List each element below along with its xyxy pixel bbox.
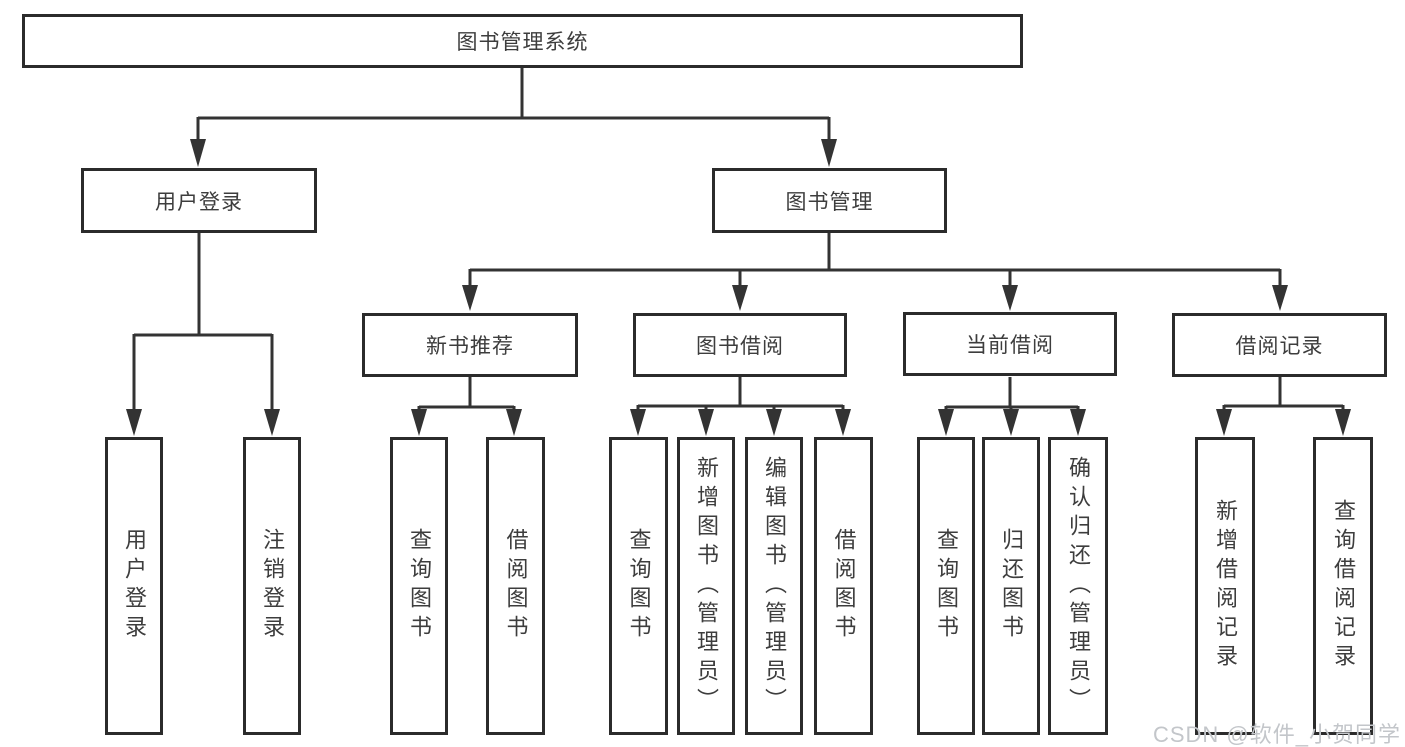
node-book-borrow: 图书借阅 [633, 313, 847, 377]
node-new-book-recommend-label: 新书推荐 [426, 335, 514, 358]
arrowhead [835, 409, 851, 436]
node-current-borrow-label: 当前借阅 [966, 334, 1054, 357]
leaf-query-book-3-label: 查询图书 [934, 528, 959, 644]
connector-root-to-level2 [190, 66, 837, 167]
node-borrow-record: 借阅记录 [1172, 313, 1387, 377]
leaf-query-borrow-record: 查询借阅记录 [1313, 437, 1373, 735]
arrowhead [766, 409, 782, 436]
arrowhead [264, 409, 280, 436]
leaf-confirm-return-admin: 确认归还（管理员） [1048, 437, 1108, 735]
node-new-book-recommend: 新书推荐 [362, 313, 578, 377]
leaf-borrow-book-1: 借阅图书 [486, 437, 545, 735]
leaf-edit-book-admin-label: 编辑图书（管理员） [762, 455, 787, 717]
node-book-borrow-label: 图书借阅 [696, 335, 784, 358]
node-book-mgmt-label: 图书管理 [785, 190, 874, 214]
leaf-borrow-book-2-label: 借阅图书 [831, 528, 857, 644]
arrowhead [1272, 285, 1288, 311]
leaf-user-login: 用户登录 [105, 437, 163, 735]
connector-group1-to-leaves [630, 377, 851, 436]
arrowhead [938, 409, 954, 436]
connector-mgmt-to-groups [462, 233, 1288, 311]
arrowhead [732, 285, 748, 311]
arrowhead [190, 139, 206, 167]
arrowhead [1002, 285, 1018, 311]
leaf-query-book-3: 查询图书 [917, 437, 975, 735]
node-root: 图书管理系统 [22, 14, 1023, 68]
arrowhead [698, 409, 714, 436]
leaf-borrow-book-2: 借阅图书 [814, 437, 873, 735]
leaf-query-book-2: 查询图书 [609, 437, 668, 735]
leaf-logout: 注销登录 [243, 437, 301, 735]
leaf-confirm-return-admin-label: 确认归还（管理员） [1066, 455, 1091, 717]
connector-group2-to-leaves [938, 377, 1086, 436]
leaf-user-login-label: 用户登录 [122, 528, 147, 644]
connector-login-to-leaves [126, 233, 280, 436]
connector-group0-to-leaves [411, 377, 522, 436]
arrowhead [630, 409, 646, 436]
arrowhead [821, 139, 837, 167]
node-root-label: 图书管理系统 [456, 31, 589, 54]
node-current-borrow: 当前借阅 [903, 312, 1117, 376]
leaf-edit-book-admin: 编辑图书（管理员） [745, 437, 803, 735]
connector-group3-to-leaves [1216, 377, 1351, 436]
leaf-add-borrow-record-label: 新增借阅记录 [1213, 499, 1238, 673]
arrowhead [1216, 409, 1232, 436]
leaf-borrow-book-1-label: 借阅图书 [503, 528, 529, 644]
node-book-mgmt: 图书管理 [712, 168, 947, 233]
leaf-add-borrow-record: 新增借阅记录 [1195, 437, 1255, 735]
leaf-return-book-label: 归还图书 [999, 528, 1024, 644]
leaf-query-borrow-record-label: 查询借阅记录 [1331, 499, 1356, 673]
arrowhead [1003, 409, 1019, 436]
node-user-login: 用户登录 [81, 168, 317, 233]
node-borrow-record-label: 借阅记录 [1235, 335, 1324, 358]
arrowhead [462, 285, 478, 311]
leaf-query-book-1-label: 查询图书 [407, 528, 432, 644]
arrowhead [411, 409, 427, 436]
arrowhead [506, 409, 522, 436]
leaf-add-book-admin: 新增图书（管理员） [677, 437, 735, 735]
arrowhead [1070, 409, 1086, 436]
leaf-add-book-admin-label: 新增图书（管理员） [694, 455, 719, 717]
arrowhead [126, 409, 142, 436]
node-user-login-label: 用户登录 [155, 190, 243, 214]
leaf-return-book: 归还图书 [982, 437, 1040, 735]
leaf-query-book-1: 查询图书 [390, 437, 448, 735]
leaf-query-book-2-label: 查询图书 [626, 528, 652, 644]
arrowhead [1335, 409, 1351, 436]
leaf-logout-label: 注销登录 [260, 528, 285, 644]
csdn-watermark: CSDN @软件_小贺同学 [1152, 722, 1401, 747]
